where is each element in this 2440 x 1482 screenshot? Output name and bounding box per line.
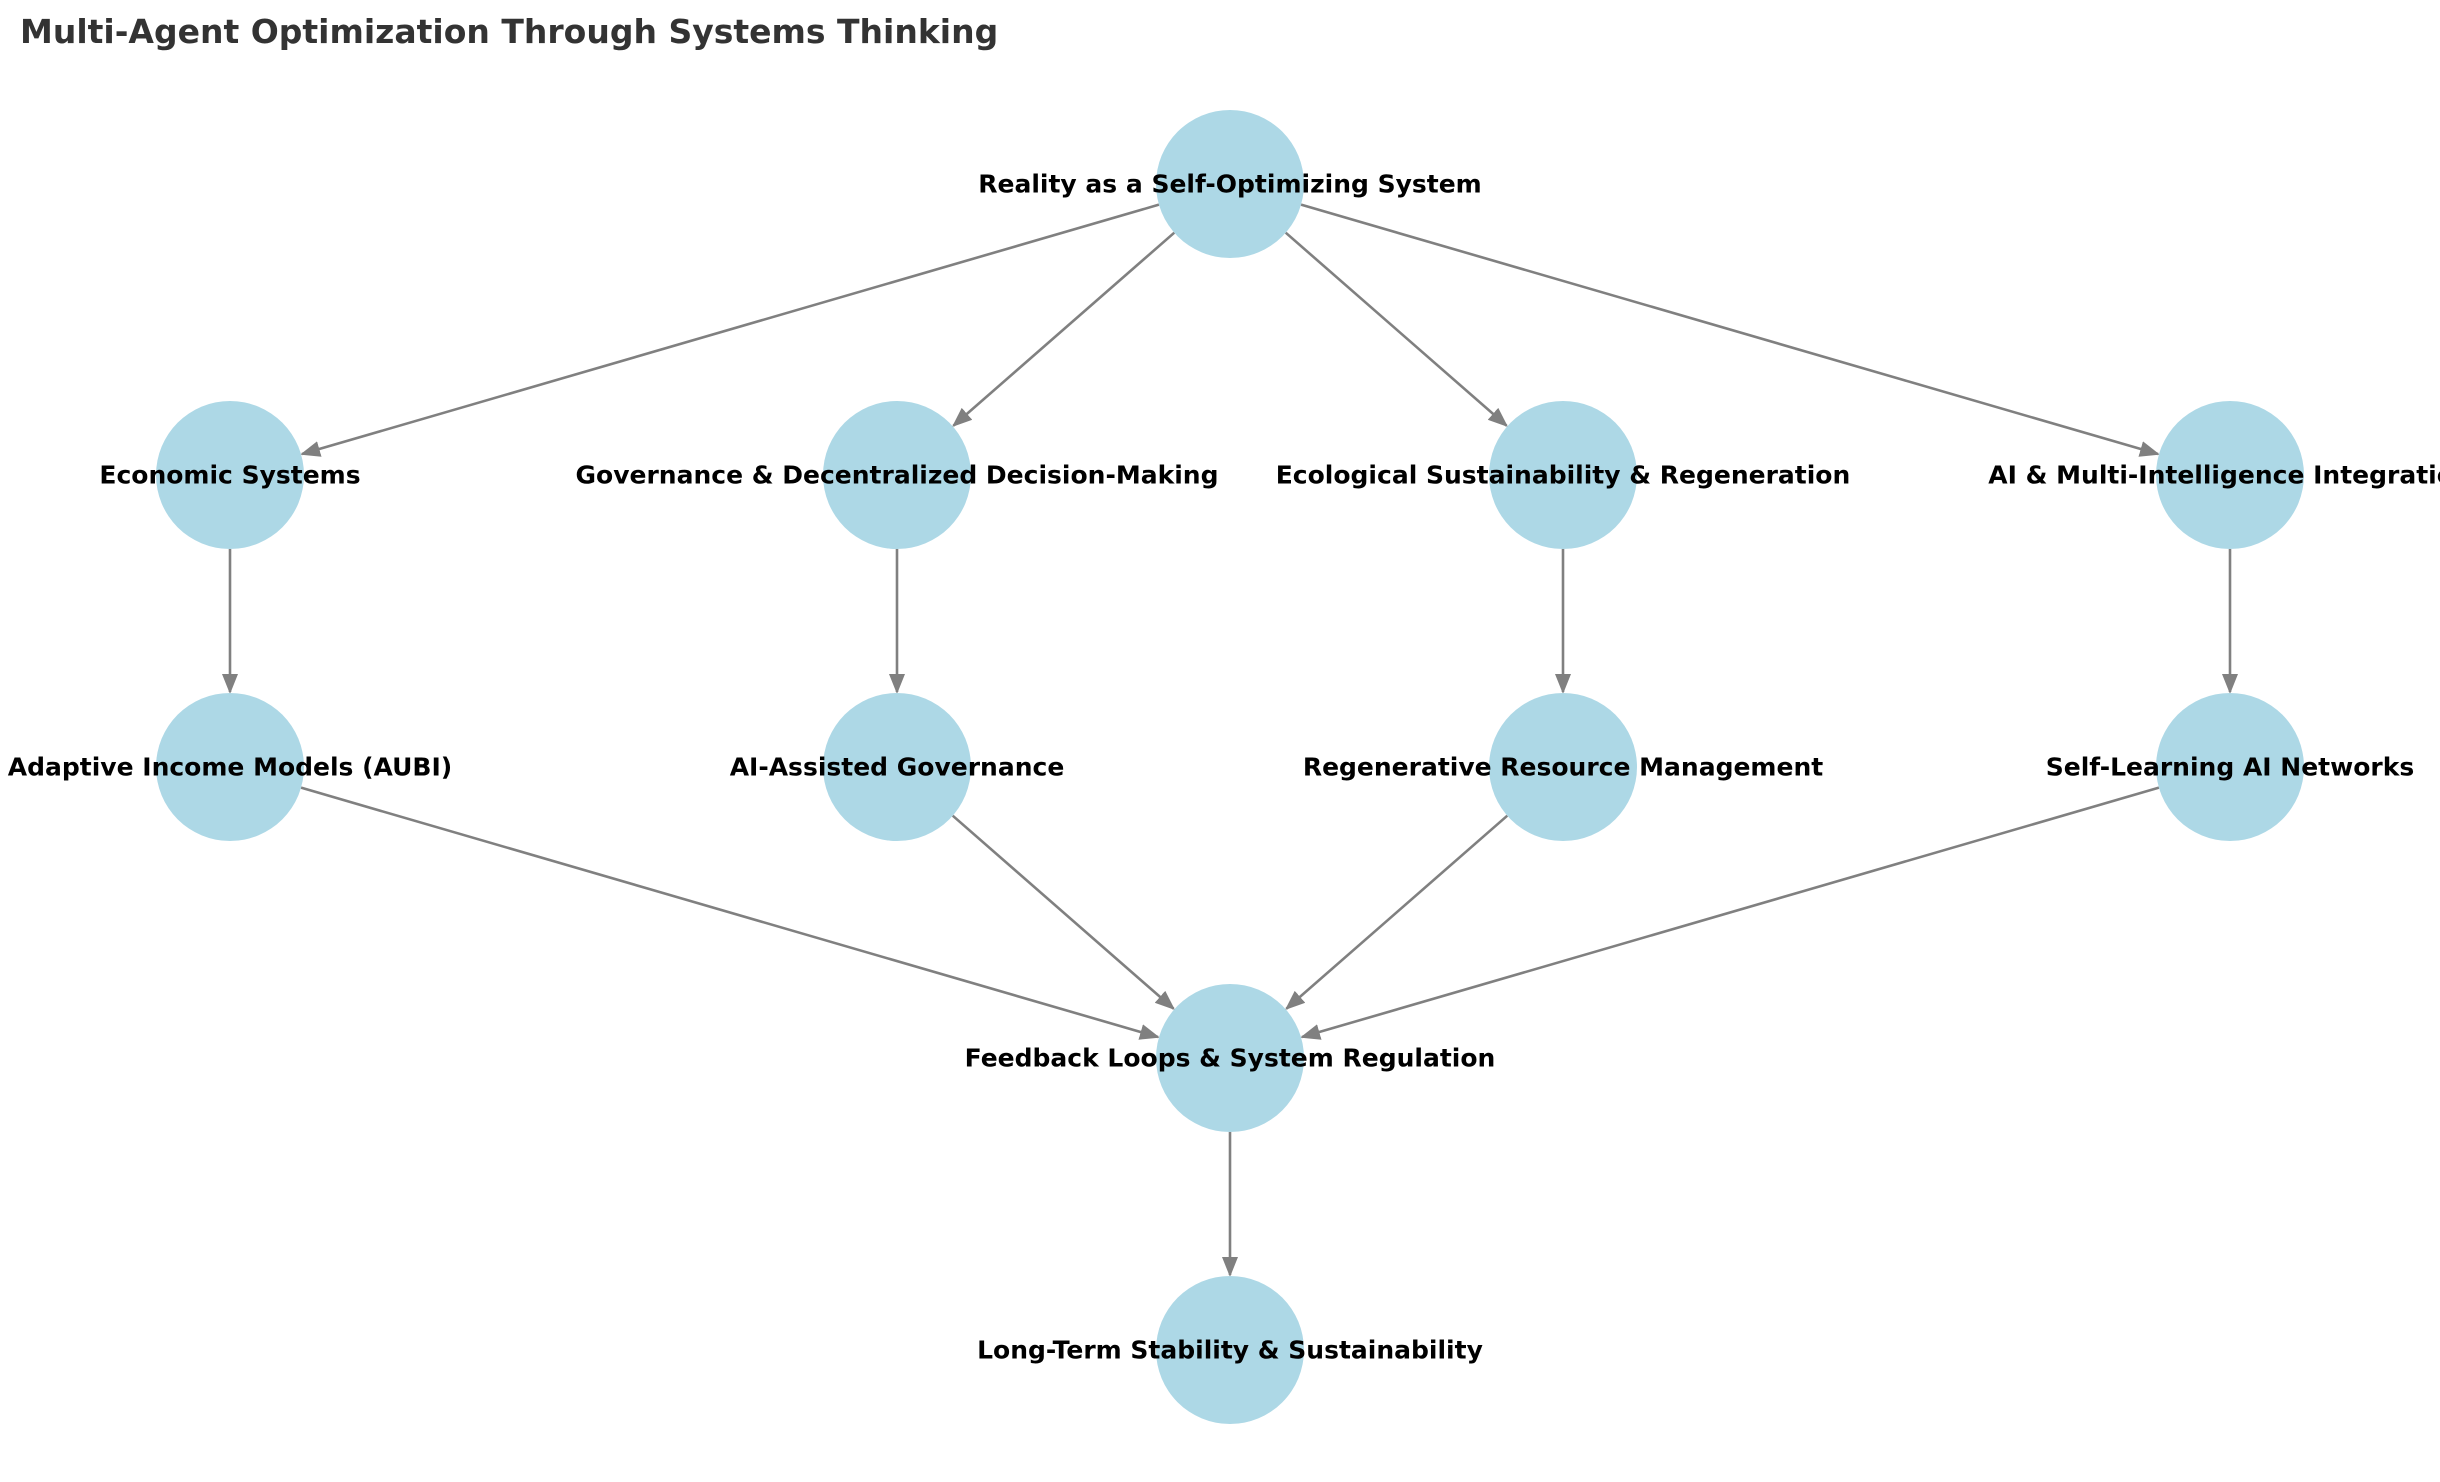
node-ai_integration <box>2156 401 2304 549</box>
labels-layer: Reality as a Self-Optimizing SystemEcono… <box>8 170 2440 1365</box>
node-feedback <box>1156 984 1304 1132</box>
node-label-ai_governance: AI-Assisted Governance <box>730 753 1065 782</box>
node-aubi <box>156 693 304 841</box>
edge-regenerative-to-feedback <box>1284 814 1509 1010</box>
edge-aubi-to-feedback <box>300 786 1160 1040</box>
node-label-governance: Governance & Decentralized Decision-Maki… <box>576 461 1219 490</box>
diagram-title: Multi-Agent Optimization Through Systems… <box>20 12 999 51</box>
node-governance <box>823 401 971 549</box>
node-label-stability: Long-Term Stability & Sustainability <box>977 1336 1483 1365</box>
node-reality <box>1156 110 1304 258</box>
node-label-ecological: Ecological Sustainability & Regeneration <box>1276 461 1851 490</box>
node-label-ai_integration: AI & Multi-Intelligence Integration <box>1988 461 2440 490</box>
edge-self_learning-to-feedback <box>1300 786 2160 1040</box>
edge-reality-to-governance <box>951 231 1176 427</box>
edge-reality-to-economic <box>300 203 1160 457</box>
node-ecological <box>1489 401 1637 549</box>
node-economic <box>156 401 304 549</box>
node-label-self_learning: Self-Learning AI Networks <box>2046 753 2414 782</box>
edges-layer <box>222 203 2238 1277</box>
edge-reality-to-ai_integration <box>1300 203 2160 457</box>
node-regenerative <box>1489 693 1637 841</box>
node-label-economic: Economic Systems <box>99 461 360 490</box>
node-label-aubi: Adaptive Income Models (AUBI) <box>8 753 452 782</box>
node-label-feedback: Feedback Loops & System Regulation <box>965 1044 1496 1073</box>
edge-ai_governance-to-feedback <box>951 814 1176 1010</box>
node-label-reality: Reality as a Self-Optimizing System <box>978 170 1481 199</box>
node-self_learning <box>2156 693 2304 841</box>
node-ai_governance <box>823 693 971 841</box>
edge-reality-to-ecological <box>1284 231 1509 427</box>
node-stability <box>1156 1276 1304 1424</box>
nodes-layer <box>156 110 2304 1424</box>
node-label-regenerative: Regenerative Resource Management <box>1303 753 1823 782</box>
